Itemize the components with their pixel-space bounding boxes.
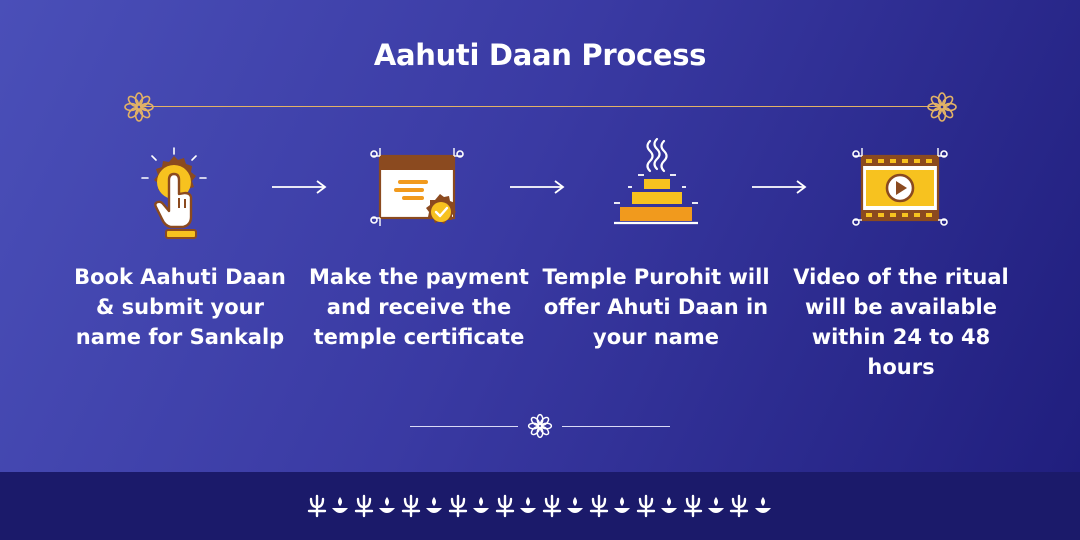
trishul-motif-icon	[307, 494, 327, 518]
bottom-divider-left	[410, 426, 518, 427]
mandala-center-icon	[527, 413, 553, 439]
diya-motif-icon	[567, 497, 584, 513]
page-title: Aahuti Daan Process	[373, 38, 707, 72]
step-2-text: Make the payment and receive the temple …	[309, 265, 529, 349]
trishul-motif-icon	[542, 494, 561, 518]
trishul-motif-icon	[495, 494, 514, 518]
step-3-text: Temple Purohit will offer Ahuti Daan in …	[542, 265, 770, 349]
trishul-motif-icon	[730, 494, 749, 518]
motif-row	[307, 492, 773, 520]
video-play-icon	[852, 148, 948, 226]
tap-hand-icon	[141, 147, 207, 239]
mandala-right-icon	[927, 92, 957, 122]
diya-motif-icon	[332, 497, 349, 513]
trishul-motif-icon	[683, 494, 702, 518]
diya-motif-icon	[754, 497, 771, 513]
trishul-motif-icon	[448, 494, 468, 518]
trishul-motif-icon	[401, 494, 421, 518]
diya-motif-icon	[707, 497, 724, 513]
bottom-divider-right	[562, 426, 670, 427]
certificate-payment-icon	[370, 148, 464, 226]
mandala-left-icon	[124, 92, 154, 122]
trishul-motif-icon	[589, 494, 608, 518]
diya-motif-icon	[379, 497, 396, 513]
diya-motif-icon	[614, 497, 631, 513]
arrow-right-icon	[510, 180, 565, 194]
diya-motif-icon	[426, 497, 443, 513]
step-4-text: Video of the ritual will be available wi…	[793, 265, 1009, 379]
top-divider-line	[140, 106, 940, 107]
trishul-motif-icon	[636, 494, 655, 518]
fire-altar-icon	[614, 137, 698, 225]
diya-motif-icon	[661, 497, 678, 513]
arrow-right-icon	[752, 180, 807, 194]
trishul-motif-icon	[354, 494, 374, 518]
footer-band	[0, 472, 1080, 540]
diya-motif-icon	[520, 497, 537, 513]
arrow-right-icon	[272, 180, 327, 194]
diya-motif-icon	[473, 497, 490, 513]
step-1-text: Book Aahuti Daan & submit your name for …	[74, 265, 286, 349]
